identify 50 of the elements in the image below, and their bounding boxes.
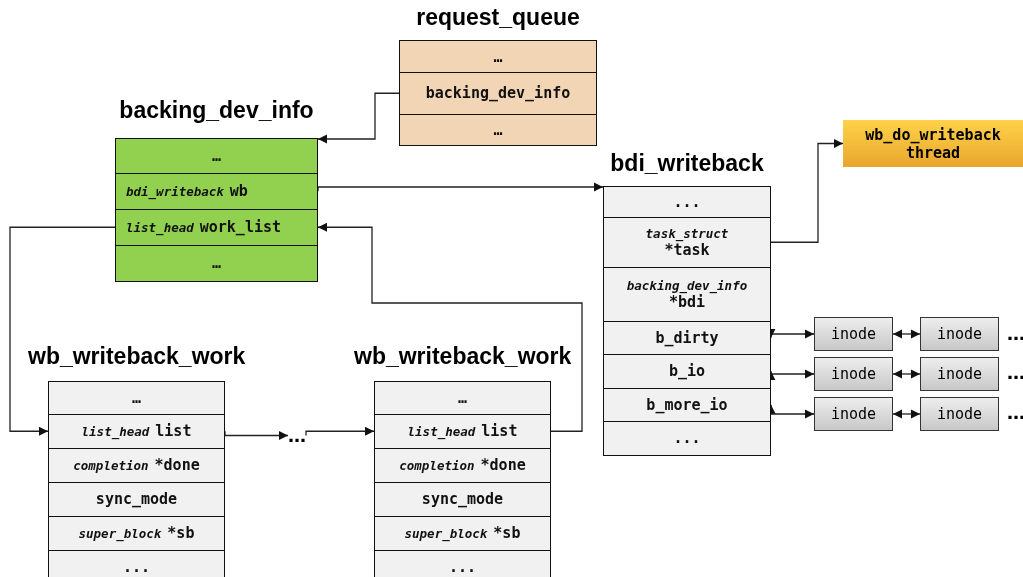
continuation-dots: … bbox=[1007, 402, 1023, 423]
struct-field: ... bbox=[603, 186, 771, 218]
thread-box: wb_do_writeback thread bbox=[843, 120, 1023, 167]
struct-field: bdi_writeback wb bbox=[115, 172, 318, 210]
struct-field: completion *done bbox=[48, 447, 225, 483]
arrow bbox=[224, 430, 289, 441]
inode-box: inode bbox=[920, 357, 999, 391]
struct-field: … bbox=[115, 138, 318, 174]
struct-field: backing_dev_info *bdi bbox=[603, 266, 771, 322]
struct-field: … bbox=[115, 244, 318, 282]
struct-title: backing_dev_info bbox=[118, 97, 315, 124]
struct-field: list_head work_list bbox=[115, 208, 318, 246]
struct-title: request_queue bbox=[415, 4, 581, 31]
arrow bbox=[892, 369, 921, 379]
arrow bbox=[317, 92, 400, 144]
struct-field: super_block *sb bbox=[48, 515, 225, 551]
struct-title: wb_writeback_work bbox=[28, 343, 245, 370]
struct-field: … bbox=[374, 381, 551, 415]
continuation-dots: … bbox=[288, 425, 306, 446]
inode-box: inode bbox=[814, 317, 893, 351]
struct-field: list_head list bbox=[374, 413, 551, 449]
struct-field: list_head list bbox=[48, 413, 225, 449]
struct-title: wb_writeback_work bbox=[354, 343, 571, 370]
struct-field: … bbox=[399, 113, 597, 146]
struct-field: … bbox=[399, 40, 597, 73]
continuation-dots: … bbox=[1007, 323, 1023, 344]
struct-field: … bbox=[48, 381, 225, 415]
struct-field: completion *done bbox=[374, 447, 551, 483]
struct-field: b_io bbox=[603, 353, 771, 389]
arrow bbox=[317, 222, 583, 432]
arrow bbox=[892, 329, 921, 339]
inode-box: inode bbox=[920, 397, 999, 431]
arrow bbox=[305, 426, 375, 437]
struct-field: ... bbox=[374, 549, 551, 577]
arrow bbox=[770, 138, 844, 243]
inode-box: inode bbox=[814, 397, 893, 431]
inode-box: inode bbox=[920, 317, 999, 351]
arrow bbox=[892, 409, 921, 419]
struct-field: ... bbox=[48, 549, 225, 577]
arrow bbox=[9, 226, 116, 436]
struct-title: bdi_writeback bbox=[609, 150, 765, 177]
struct-field: task_struct *task bbox=[603, 216, 771, 268]
struct-field: sync_mode bbox=[48, 481, 225, 517]
struct-field: sync_mode bbox=[374, 481, 551, 517]
arrow bbox=[317, 182, 604, 192]
inode-box: inode bbox=[814, 357, 893, 391]
continuation-dots: … bbox=[1007, 362, 1023, 383]
struct-field: backing_dev_info bbox=[399, 71, 597, 115]
struct-field: super_block *sb bbox=[374, 515, 551, 551]
struct-field: ... bbox=[603, 420, 771, 456]
